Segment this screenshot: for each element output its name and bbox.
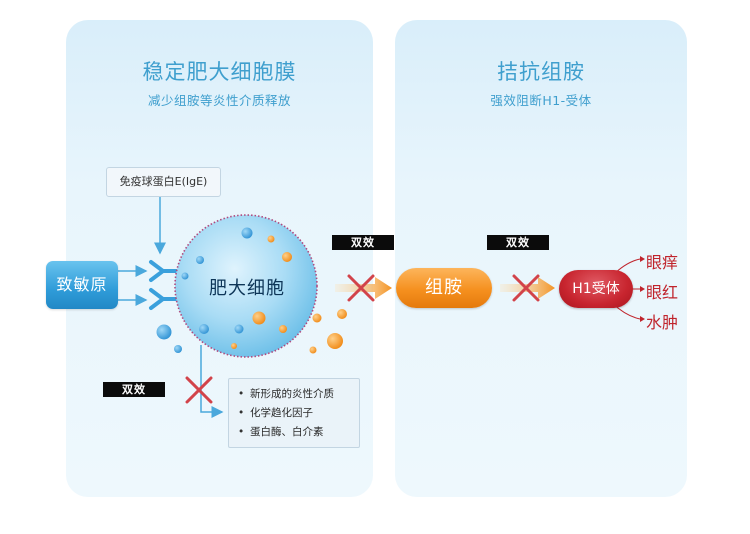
released-granules [156,309,347,354]
mediator-item: • 新形成的炎性介质 [238,385,359,404]
mast-cell [174,214,318,358]
right-panel-subtitle: 强效阻断H1-受体 [490,93,592,108]
ige-antibody-bottom [149,288,178,310]
symptom-heads [640,256,645,322]
mediator-list-box: • 新形成的炎性介质 • 化学趋化因子 • 蛋白酶、白介素 [228,378,360,448]
bullet-icon: • [238,426,245,438]
symptom-edema: 水肿 [646,313,679,332]
allergen-node: 致敏原 [46,261,118,309]
left-panel-subtitle: 减少组胺等炎性介质释放 [147,93,291,108]
block-mark-1 [347,274,375,302]
block-mark-3 [185,376,213,404]
dual-effect-badge-2: 双效 [487,235,549,250]
mediator-text: 蛋白酶、白介素 [250,426,324,438]
left-panel-title: 稳定肥大细胞膜 [142,60,297,84]
mediator-text: 化学趋化因子 [250,407,313,419]
mast-cell-granules [181,227,292,349]
histamine-panel: 拮抗组胺 强效阻断H1-受体 [395,20,687,497]
mediator-item: • 化学趋化因子 [238,404,359,423]
block-mark-2 [512,274,540,302]
arrow-to-histamine [335,277,392,299]
symptom-itchy-eyes: 眼痒 [646,253,679,272]
mediator-item: • 蛋白酶、白介素 [238,423,359,442]
ige-label-box: 免疫球蛋白E(IgE) [106,167,221,197]
histamine-node: 组胺 [396,268,492,308]
ige-antibody-top [149,260,178,282]
h1-receptor-node: H1受体 [559,270,633,308]
bullet-icon: • [238,407,245,419]
mediator-text: 新形成的炎性介质 [250,388,334,400]
mediator-connector [200,345,224,418]
mast-cell-label: 肥大细胞 [209,278,285,299]
allergen-arrows [118,265,148,306]
dual-effect-badge-1: 双效 [332,235,394,250]
bullet-icon: • [238,388,245,400]
symptom-red-eyes: 眼红 [646,283,679,302]
right-panel-title: 拮抗组胺 [497,60,585,84]
dual-effect-badge-3: 双效 [103,382,165,397]
